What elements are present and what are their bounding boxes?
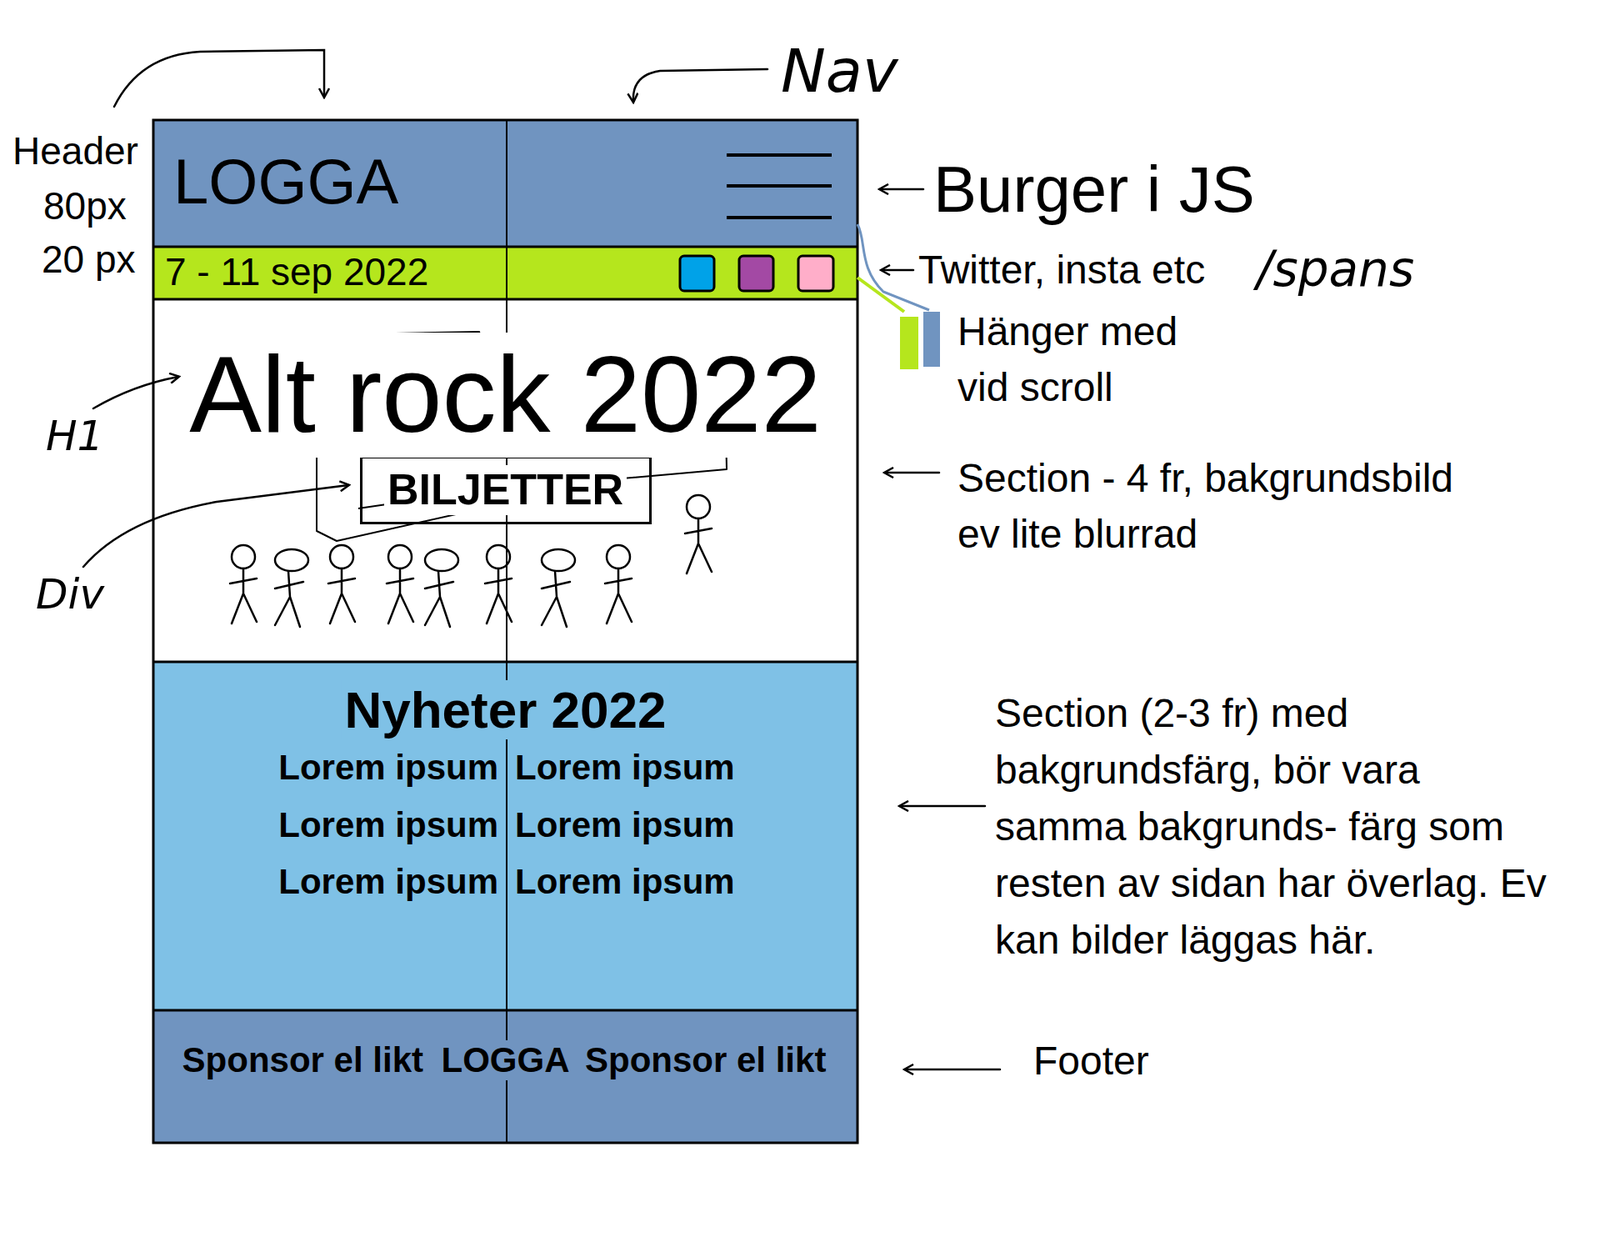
node-text: Sponsor el likt bbox=[585, 1040, 852, 1080]
node-text: Lorem ipsum bbox=[515, 861, 849, 902]
burger-icon bbox=[726, 155, 832, 218]
node-text: Lorem ipsum bbox=[153, 747, 499, 788]
annotation-note: Twitter, insta etc bbox=[918, 246, 1205, 293]
annotation-note: Burger i JS bbox=[933, 152, 1255, 228]
handwritten-note: /spans bbox=[1256, 241, 1415, 298]
news-section: Nyheter 2022Lorem ipsumLorem ipsumLorem … bbox=[153, 661, 858, 1010]
annotation-note: Footer bbox=[1033, 1037, 1150, 1084]
node-heading: Alt rock 2022 bbox=[185, 332, 825, 458]
header-band: LOGGA bbox=[153, 120, 858, 247]
social-icons bbox=[680, 255, 834, 291]
annotation-note: 80px bbox=[43, 184, 127, 229]
annotation-note: Section (2-3 fr) med bakgrundsfärg, bör … bbox=[995, 685, 1562, 969]
annotation-note: Header bbox=[12, 129, 139, 174]
stage-sketch bbox=[316, 331, 727, 541]
node-heading: Nyheter 2022 bbox=[340, 680, 670, 740]
sticky-marker bbox=[900, 316, 919, 370]
handwritten-note: Div bbox=[35, 570, 105, 620]
node-heading: LOGGA bbox=[173, 145, 399, 218]
node-heading: 7 - 11 sep 2022 bbox=[165, 250, 429, 295]
handwritten-note: Nav bbox=[780, 36, 899, 106]
sticky-marker bbox=[923, 311, 940, 367]
sticky-marker-line bbox=[857, 277, 905, 312]
ticket-button: BILJETTER bbox=[360, 455, 652, 525]
crowd-sketch bbox=[230, 495, 712, 627]
handwritten-note: H1 bbox=[45, 412, 104, 461]
node-text: Lorem ipsum bbox=[515, 747, 849, 788]
center-guide bbox=[505, 120, 508, 1143]
annotation-note: Hänger med vid scroll bbox=[957, 303, 1216, 415]
wireframe-frame bbox=[153, 120, 858, 1143]
footer-band: Sponsor el likt LOGGA Sponsor el likt bbox=[153, 1010, 858, 1143]
leader-arrows bbox=[83, 50, 1000, 1070]
node-text: Lorem ipsum bbox=[153, 805, 499, 845]
button-label: BILJETTER bbox=[384, 465, 627, 515]
annotation-note: 20 px bbox=[41, 237, 136, 282]
node-text: Lorem ipsum bbox=[515, 805, 849, 845]
annotation-note: Section - 4 fr, bakgrundsbild ev lite bl… bbox=[957, 450, 1500, 562]
node-text: Lorem ipsum bbox=[153, 861, 499, 902]
node-text: LOGGA bbox=[438, 1040, 574, 1080]
node-heading: Sponsor el likt bbox=[158, 1040, 424, 1080]
